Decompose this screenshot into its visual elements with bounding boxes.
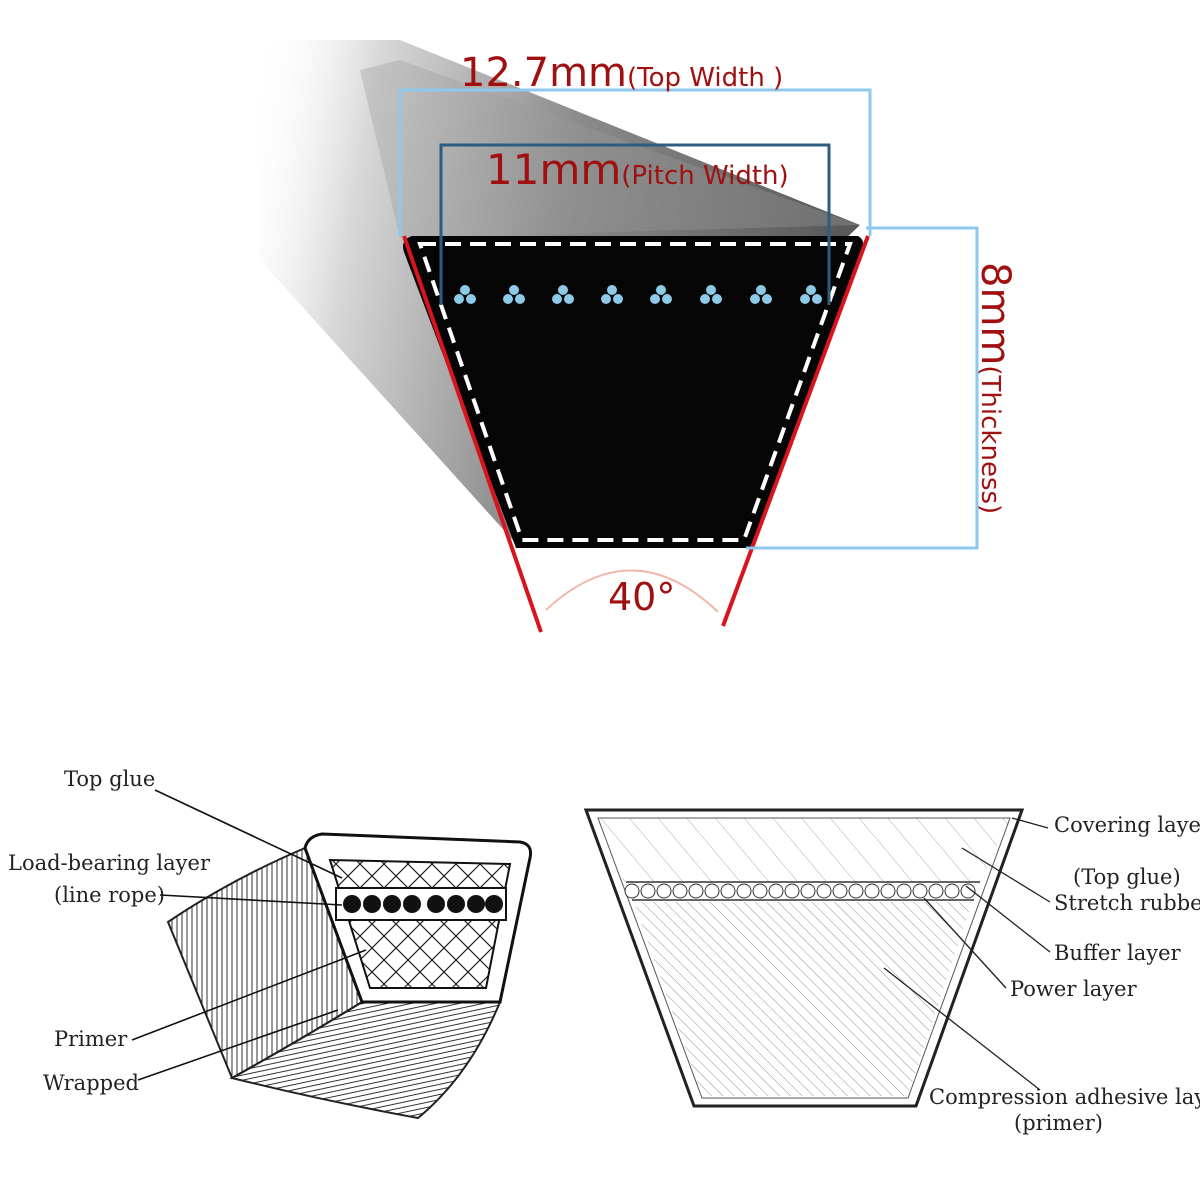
vbelt-3d-figure: 40° 12.7mm(Top Width ) 11mm(Pitch Width)…: [260, 40, 1018, 633]
belt-structure-figure: Top glue Load-bearing layer (line rope) …: [8, 767, 532, 1120]
leader-buffer: [965, 885, 1051, 953]
leader-primer: [131, 949, 367, 1041]
belt-dashed-outline: [417, 242, 853, 542]
leader-wrapped: [137, 1009, 339, 1081]
leader-top-glue: [154, 789, 343, 879]
cross-section-figure: Covering layer (Top glue) Stretch rubber…: [583, 808, 1200, 1135]
label-stretch-rubber: Stretch rubber: [1054, 891, 1200, 915]
label-load-bearing: Load-bearing layer: [8, 851, 211, 875]
belt-cross-section: [403, 236, 864, 548]
cross-section-inner: [597, 817, 1011, 1099]
thickness-bracket: [746, 226, 979, 550]
top-width-bracket: [398, 88, 872, 236]
pitch-width-bracket: [439, 143, 831, 305]
angle-label: 40°: [608, 575, 675, 619]
label-wrapped: Wrapped: [43, 1071, 139, 1095]
structure-bottom-face: [229, 1001, 502, 1120]
cross-section-cords: [624, 883, 976, 899]
label-primer: Primer: [54, 1027, 128, 1051]
leader-stretch: [961, 847, 1051, 903]
lower-zone: [634, 902, 972, 1096]
leader-compression: [883, 967, 1041, 1091]
leader-covering: [1011, 817, 1049, 829]
angle-arc: [545, 569, 719, 613]
pitch-width-value: 11mm: [486, 145, 621, 194]
leader-load-bearing: [159, 894, 343, 906]
thickness-text: 8mm(Thickness): [972, 262, 1018, 514]
belt-side-edge-right: [721, 235, 870, 627]
pitch-width-label: (Pitch Width): [621, 161, 788, 191]
structure-cords: [343, 895, 503, 913]
label-line-rope: (line rope): [54, 883, 165, 907]
label-top-glue-right: (Top glue): [1073, 865, 1181, 889]
thickness-value: 8mm: [972, 262, 1018, 365]
pitch-width-text: 11mm(Pitch Width): [486, 145, 789, 194]
top-width-label: (Top Width ): [627, 63, 783, 93]
label-compression-layer: Compression adhesive layer: [929, 1085, 1200, 1109]
belt-side-edge-left: [402, 235, 543, 633]
thickness-label: (Thickness): [975, 365, 1005, 514]
top-width-value: 12.7mm: [460, 50, 627, 96]
label-primer-right: (primer): [1014, 1111, 1103, 1135]
leader-power: [923, 897, 1007, 989]
top-width-text: 12.7mm(Top Width ): [460, 50, 783, 96]
cord-dots: [454, 285, 822, 304]
label-buffer-layer: Buffer layer: [1054, 941, 1182, 965]
belt-top-face: [360, 60, 860, 238]
label-power-layer: Power layer: [1010, 977, 1138, 1001]
upper-zone: [598, 818, 1010, 882]
label-covering-layer: Covering layer: [1054, 813, 1200, 837]
label-top-glue: Top glue: [64, 767, 155, 791]
